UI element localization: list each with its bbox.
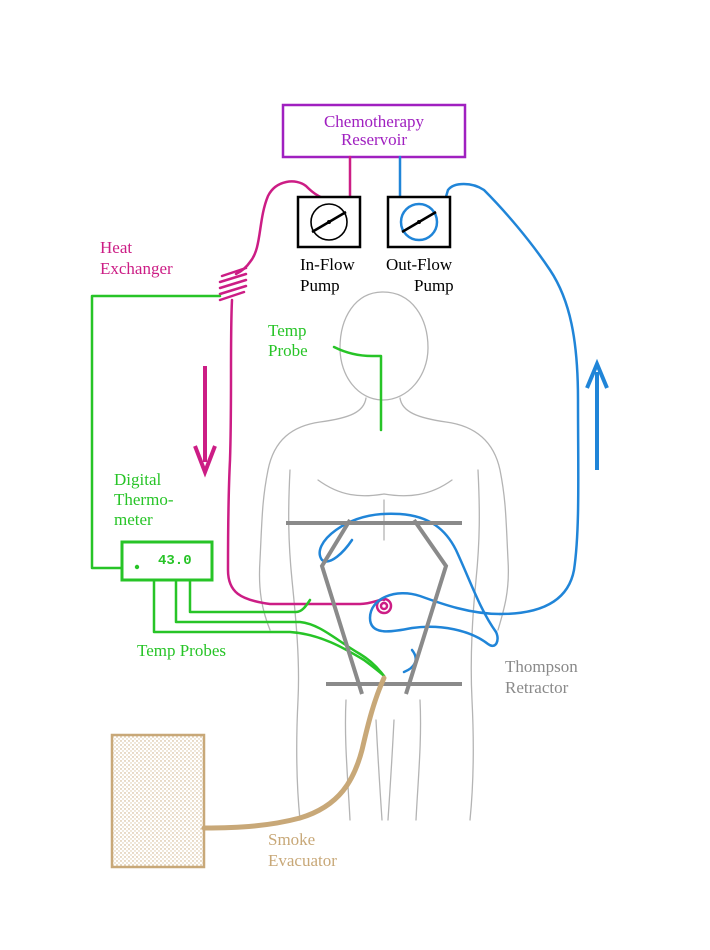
digital-thermometer: 43.0 Digital Thermo- meter — [114, 470, 214, 582]
inflow-pump-label-line1: In-Flow — [300, 255, 356, 274]
thermometer-reading: 43.0 — [158, 553, 192, 569]
arrow-down-icon — [193, 366, 217, 478]
inflow-pump: In-Flow Pump — [296, 195, 362, 295]
thompson-retractor-label-line1: Thompson — [505, 657, 578, 676]
temp-probe-label-line1: Temp — [268, 321, 306, 340]
chemotherapy-reservoir: Chemotherapy Reservoir — [281, 103, 467, 159]
thompson-retractor-label-line2: Retractor — [505, 678, 569, 697]
thompson-retractor — [286, 518, 462, 695]
smoke-evacuator: Smoke Evacuator — [110, 675, 387, 870]
thermometer-label-line1: Digital — [114, 470, 161, 489]
temp-probe-label-line2: Probe — [268, 341, 308, 360]
inflow-pump-label-line2: Pump — [300, 276, 340, 295]
reservoir-label-line1: Chemotherapy — [324, 112, 425, 131]
patient-body-outline — [258, 291, 510, 821]
reservoir-label-line2: Reservoir — [341, 130, 407, 149]
outflow-pump: Out-Flow Pump — [386, 195, 454, 295]
outflow-pump-label-line1: Out-Flow — [386, 255, 453, 274]
outflow-pump-label-line2: Pump — [414, 276, 454, 295]
thermometer-label-line3: meter — [114, 510, 153, 529]
temperature-probe-wiring — [90, 294, 386, 678]
arrow-up-icon — [585, 358, 609, 470]
temp-probes-label: Temp Probes — [137, 641, 226, 660]
heat-exchanger-label-line2: Exchanger — [100, 259, 173, 278]
smoke-evacuator-label-line2: Evacuator — [268, 851, 337, 870]
thermometer-label-line2: Thermo- — [114, 490, 174, 509]
heat-exchanger-label-line1: Heat — [100, 238, 132, 257]
heat-exchanger: Heat Exchanger — [100, 238, 173, 278]
smoke-evacuator-label-line1: Smoke — [268, 830, 315, 849]
